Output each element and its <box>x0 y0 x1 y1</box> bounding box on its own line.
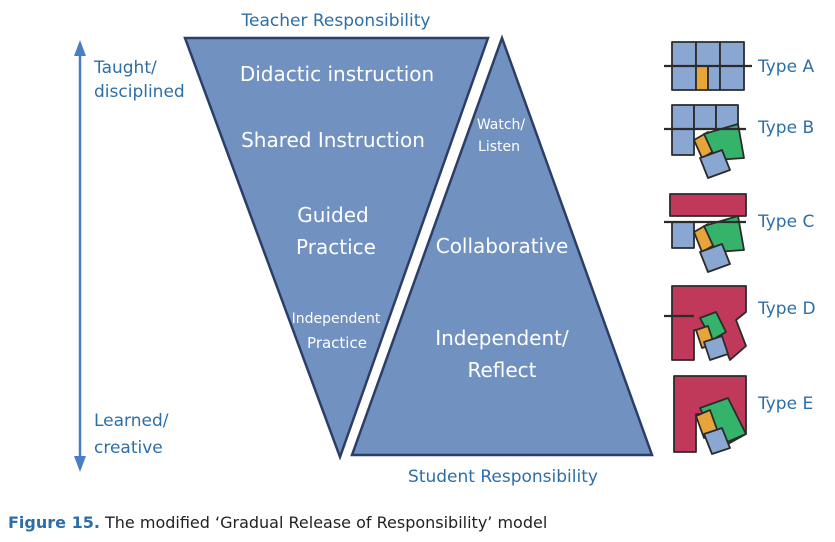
teacher-responsibility-label: Teacher Responsibility <box>241 11 431 31</box>
step-independent-practice-line1: Independent <box>292 311 381 327</box>
double-arrow-icon <box>74 40 86 472</box>
type-d-layout-icon <box>664 285 747 361</box>
step-guided-line2: Practice <box>296 235 376 259</box>
figure-caption: Figure 15. The modified ‘Gradual Release… <box>8 513 547 532</box>
step-reflect-line2: Reflect <box>467 358 536 382</box>
type-c-layout-icon <box>664 193 747 273</box>
step-watch-line2: Listen <box>478 139 520 155</box>
teacher-triangle <box>183 36 490 461</box>
axis-top-label-line1: Taught/ <box>93 58 157 78</box>
figure-number: Figure 15. <box>8 513 100 532</box>
axis-bottom-label-line1: Learned/ <box>94 411 169 431</box>
step-reflect-line1: Independent/ <box>435 326 569 350</box>
type-e-label: Type E <box>757 394 813 414</box>
step-guided-line1: Guided <box>297 203 368 227</box>
student-responsibility-label: Student Responsibility <box>408 467 598 487</box>
figure-caption-text: The modified ‘Gradual Release of Respons… <box>105 513 548 532</box>
type-c-label: Type C <box>757 212 814 232</box>
type-e-layout-icon <box>673 375 747 455</box>
step-watch-line1: Watch/ <box>477 117 526 133</box>
step-didactic-instruction: Didactic instruction <box>240 62 434 86</box>
type-a-label: Type A <box>757 57 814 77</box>
type-b-layout-icon <box>664 104 746 179</box>
step-independent-practice-line2: Practice <box>307 334 367 352</box>
student-triangle <box>350 34 654 457</box>
type-a-layout-icon <box>664 41 752 91</box>
step-collaborative: Collaborative <box>436 234 569 258</box>
type-d-label: Type D <box>757 299 816 319</box>
type-b-label: Type B <box>757 118 814 138</box>
axis-top-label-line2: disciplined <box>94 82 185 102</box>
axis-bottom-label-line2: creative <box>94 438 163 458</box>
step-shared-instruction: Shared Instruction <box>241 128 425 152</box>
